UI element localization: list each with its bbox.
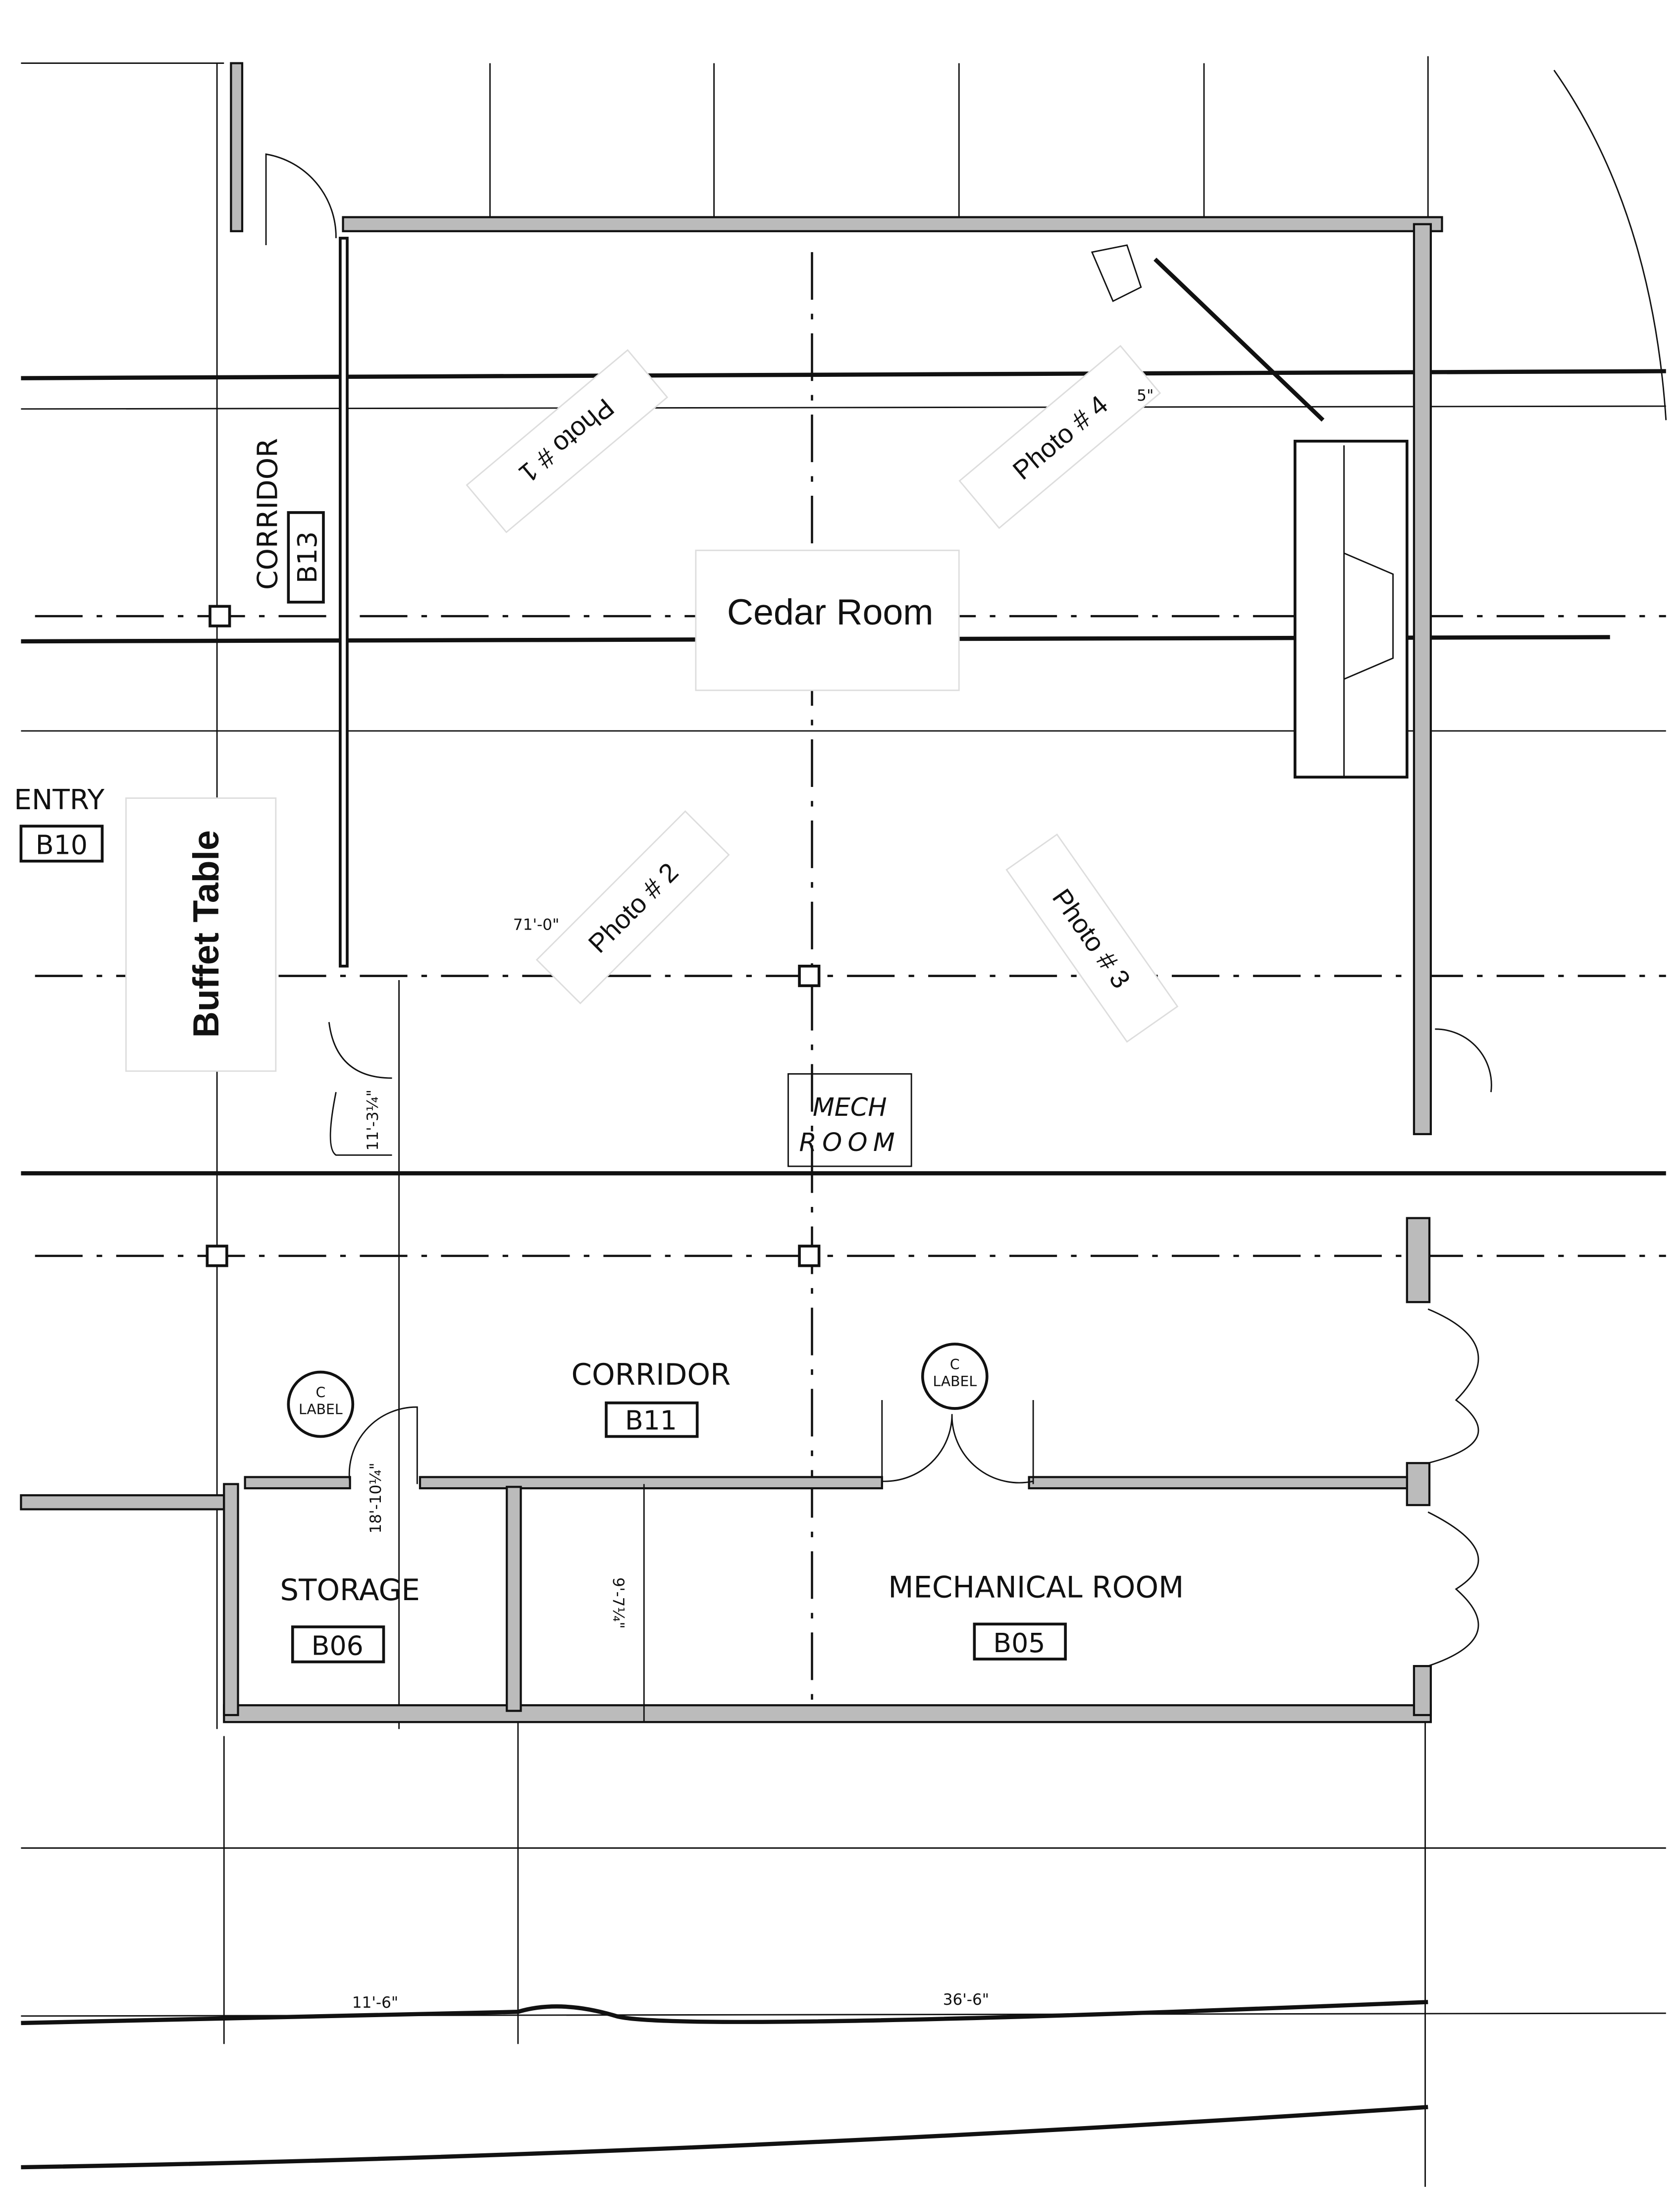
svg-text:STORAGE: STORAGE bbox=[280, 1573, 420, 1607]
svg-text:MECHANICAL ROOM: MECHANICAL ROOM bbox=[888, 1570, 1184, 1605]
corridor-b11-label: CORRIDOR B11 bbox=[572, 1357, 731, 1438]
svg-text:18'-10¼": 18'-10¼" bbox=[367, 1462, 385, 1533]
svg-text:36'-6": 36'-6" bbox=[943, 1991, 989, 2009]
svg-text:B11: B11 bbox=[625, 1405, 677, 1436]
walls bbox=[20, 62, 1443, 1723]
svg-text:ROOM: ROOM bbox=[799, 1128, 901, 1157]
svg-text:CORRIDOR: CORRIDOR bbox=[572, 1357, 731, 1392]
svg-text:Buffet Table: Buffet Table bbox=[185, 830, 226, 1038]
svg-text:B05: B05 bbox=[993, 1627, 1045, 1659]
mech-room-handwritten: MECH ROOM bbox=[788, 1073, 912, 1167]
svg-text:11'-6": 11'-6" bbox=[352, 1994, 398, 2012]
corridor-b13-label: CORRIDOR B13 bbox=[252, 438, 325, 604]
svg-text:LABEL: LABEL bbox=[933, 1373, 977, 1390]
doors bbox=[265, 153, 1492, 1667]
door-tag-c-label: C LABEL bbox=[921, 1343, 989, 1410]
storage-b06-label: STORAGE B06 bbox=[280, 1573, 420, 1664]
svg-text:C: C bbox=[950, 1356, 960, 1373]
svg-text:B06: B06 bbox=[312, 1630, 364, 1661]
svg-text:MECH: MECH bbox=[813, 1093, 887, 1122]
svg-text:Cedar Room: Cedar Room bbox=[727, 591, 934, 632]
photo-3-note: Photo # 3 bbox=[1005, 833, 1179, 1043]
door-tag-c-label: C LABEL bbox=[287, 1370, 355, 1438]
svg-text:71'-0": 71'-0" bbox=[513, 916, 559, 934]
dimensions: 71'-0" 5" 11'-3¼" 18'-10¼" 9'-7¼" 11'-6"… bbox=[352, 387, 1154, 2012]
svg-text:C: C bbox=[315, 1384, 325, 1401]
mechanical-room-b05-label: MECHANICAL ROOM B05 bbox=[888, 1570, 1184, 1661]
svg-text:CORRIDOR: CORRIDOR bbox=[252, 438, 284, 590]
photo-2-note: Photo # 2 bbox=[535, 810, 730, 1004]
svg-text:ENTRY: ENTRY bbox=[14, 784, 105, 816]
entry-b10-label: ENTRY B10 bbox=[14, 784, 105, 863]
cedar-room-label: Cedar Room bbox=[695, 549, 960, 691]
buffet-table-label: Buffet Table bbox=[125, 797, 277, 1072]
svg-text:11'-3¼": 11'-3¼" bbox=[364, 1090, 382, 1151]
svg-text:LABEL: LABEL bbox=[299, 1401, 343, 1417]
svg-text:5": 5" bbox=[1137, 387, 1154, 405]
svg-text:9'-7¼": 9'-7¼" bbox=[609, 1577, 627, 1629]
column-markers bbox=[206, 605, 821, 1267]
svg-text:B13: B13 bbox=[292, 531, 323, 583]
svg-text:B10: B10 bbox=[36, 830, 88, 861]
